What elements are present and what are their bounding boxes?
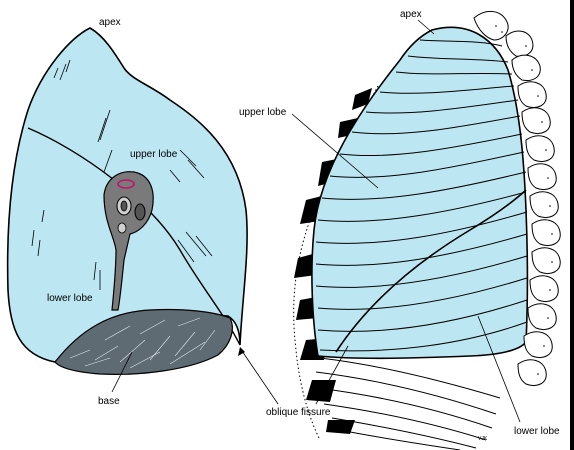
label-apex-right: apex bbox=[400, 9, 422, 20]
lung-thorax-silhouette bbox=[312, 27, 528, 358]
label-upper-lobe-left: upper lobe bbox=[130, 149, 178, 160]
leader-apex-right bbox=[418, 20, 434, 34]
bronchus-opening-inner bbox=[121, 201, 127, 211]
thorax-lung-view: apex upper lobe lower lobe oblique fissu… bbox=[238, 9, 560, 450]
label-lower-lobe-left: lower lobe bbox=[47, 293, 93, 304]
label-apex-left: apex bbox=[99, 17, 121, 28]
leader-oblique-fissure-left bbox=[240, 348, 278, 404]
medial-lung-view: apex upper lobe lower lobe base bbox=[8, 17, 247, 407]
label-lower-lobe-right: lower lobe bbox=[514, 426, 560, 437]
right-border-bar bbox=[570, 0, 574, 450]
arrowhead-oblique-fissure bbox=[238, 347, 245, 356]
label-base: base bbox=[98, 396, 120, 407]
label-oblique-fissure: oblique fissure bbox=[266, 407, 331, 418]
lymph-vessel-opening bbox=[118, 223, 126, 233]
artist-signature: VJK bbox=[478, 436, 488, 442]
pulmonary-vein-opening bbox=[135, 204, 145, 220]
lower-ribs bbox=[316, 358, 500, 450]
label-upper-lobe-right: upper lobe bbox=[239, 107, 287, 118]
